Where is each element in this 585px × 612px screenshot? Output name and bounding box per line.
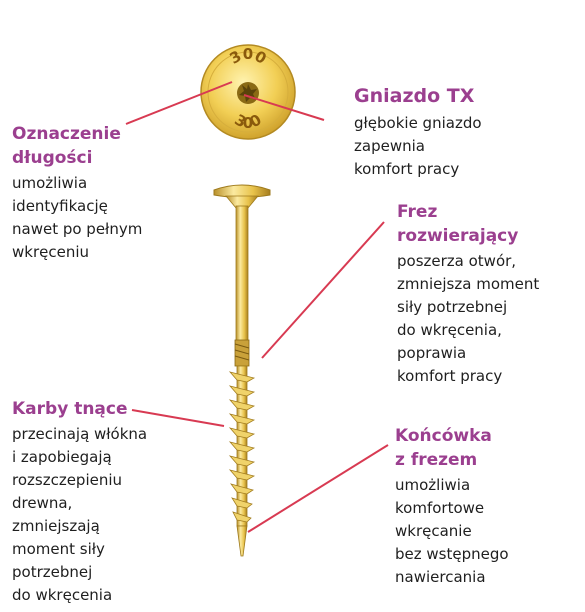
leader-length-mark bbox=[125, 81, 233, 125]
drive-description: głębokie gniazdo zapewnia komfort pracy bbox=[354, 114, 482, 178]
callout-cutting-notches: Karby tnące przecinają włókna i zapobieg… bbox=[12, 397, 147, 607]
leader-reamer bbox=[261, 221, 385, 359]
reamer-title: Frez rozwierający bbox=[397, 202, 519, 246]
tip-description: umożliwia komfortowe wkręcanie bez wstęp… bbox=[395, 476, 509, 586]
length-marking-bottom: 300 bbox=[231, 111, 264, 132]
length-mark-description: umożliwia identyfikację nawet po pełnym … bbox=[12, 174, 143, 261]
callout-tip: Końcówka z frezem umożliwia komfortowe w… bbox=[395, 424, 509, 589]
callout-length-mark: Oznaczenie długości umożliwia identyfika… bbox=[12, 122, 142, 264]
screw-side-view bbox=[213, 184, 271, 557]
torx-drive-icon bbox=[237, 82, 259, 104]
leader-lines bbox=[125, 81, 389, 533]
drive-title: Gniazdo TX bbox=[354, 85, 475, 107]
length-marking-top: 300 bbox=[226, 45, 269, 68]
tip-title: Końcówka z frezem bbox=[395, 426, 492, 470]
leader-tip bbox=[247, 444, 389, 533]
cutting-notches-description: przecinają włókna i zapobiegają rozszcze… bbox=[12, 425, 148, 604]
thread bbox=[228, 371, 256, 523]
reamer-section bbox=[234, 339, 250, 367]
leader-cutting-notches bbox=[131, 409, 225, 427]
callout-reamer: Frez rozwierający poszerza otwór, zmniej… bbox=[397, 200, 539, 388]
cutting-notches-title: Karby tnące bbox=[12, 399, 128, 419]
screw-tip bbox=[236, 525, 248, 557]
callout-drive: Gniazdo TX głębokie gniazdo zapewnia kom… bbox=[354, 84, 482, 181]
screw-head-top-view: 300 300 bbox=[200, 44, 296, 140]
reamer-description: poszerza otwór, zmniejsza moment siły po… bbox=[397, 252, 540, 385]
leader-drive bbox=[243, 94, 325, 121]
length-mark-title: Oznaczenie długości bbox=[12, 124, 121, 168]
